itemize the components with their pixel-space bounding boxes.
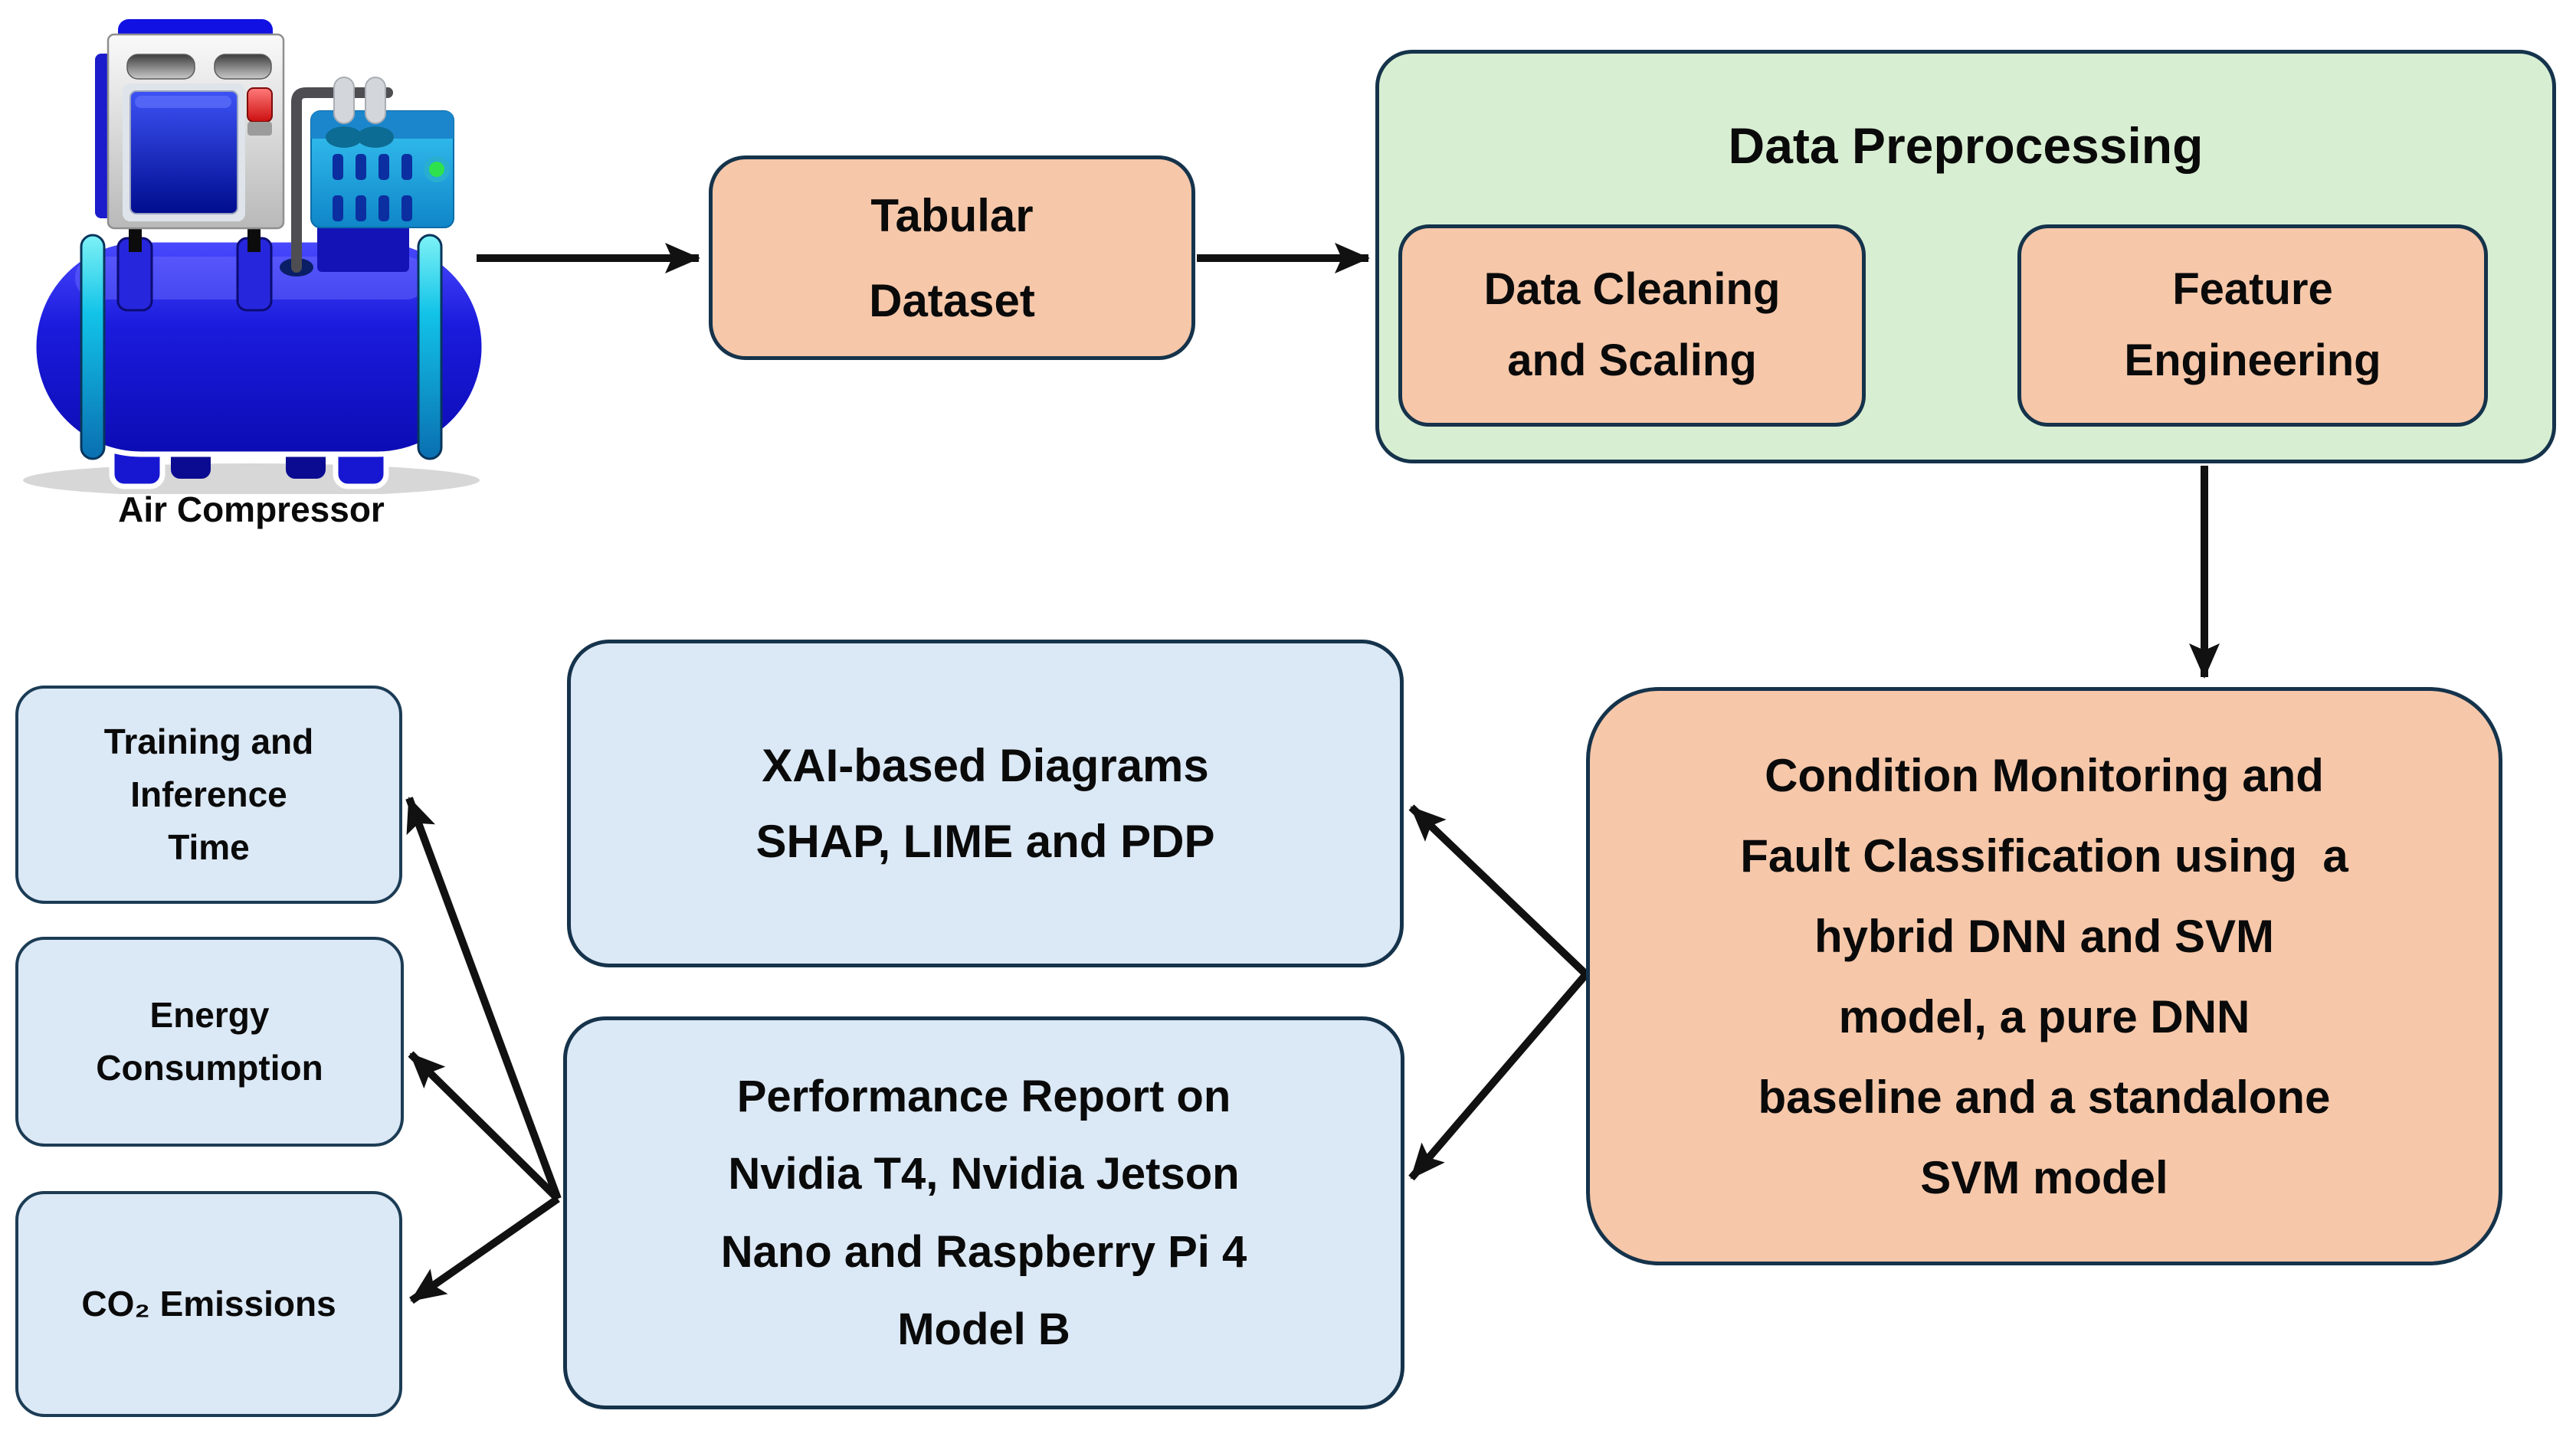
energy-consumption-box: Energy Consumption bbox=[15, 937, 404, 1147]
data-preprocessing-title: Data Preprocessing bbox=[1728, 117, 2204, 174]
arrow-performance-to-energy bbox=[408, 1051, 561, 1202]
hook-shadow bbox=[326, 126, 362, 148]
hook-shadow bbox=[357, 126, 394, 148]
arrow-performance-to-co2 bbox=[409, 1195, 560, 1304]
cabinet-slot bbox=[214, 54, 272, 80]
led-light bbox=[429, 162, 444, 177]
xai-diagrams-box: XAI-based Diagrams SHAP, LIME and PDP bbox=[567, 640, 1404, 967]
red-button bbox=[247, 87, 273, 123]
feature-engineering-box: Feature Engineering bbox=[2017, 224, 2488, 427]
arrow-performance-to-training bbox=[405, 797, 562, 1200]
tabular-dataset-box: Tabular Dataset bbox=[709, 155, 1195, 360]
training-inference-time-box: Training and Inference Time bbox=[15, 686, 402, 904]
cabinet-slot bbox=[126, 54, 195, 80]
data-preprocessing-group: Data Preprocessing Data Cleaning and Sca… bbox=[1375, 50, 2556, 463]
hook bbox=[365, 77, 386, 124]
tank-band bbox=[80, 234, 106, 460]
cabinet-post bbox=[247, 224, 261, 252]
co2-emissions-box: CO₂ Emissions bbox=[15, 1191, 402, 1417]
vent-slits bbox=[333, 154, 412, 221]
air-compressor-label: Air Compressor bbox=[118, 489, 385, 529]
air-compressor-icon bbox=[23, 19, 487, 494]
arrow-model-to-xai bbox=[1408, 804, 1589, 977]
condition-monitoring-box: Condition Monitoring and Fault Classific… bbox=[1586, 687, 2502, 1265]
data-cleaning-box: Data Cleaning and Scaling bbox=[1398, 224, 1866, 427]
tank-band bbox=[417, 234, 443, 460]
cabinet-post bbox=[129, 224, 142, 252]
hook bbox=[333, 77, 355, 124]
performance-report-box: Performance Report on Nvidia T4, Nvidia … bbox=[563, 1016, 1404, 1409]
screen-shine bbox=[135, 96, 231, 108]
cabinet-screen bbox=[129, 90, 238, 214]
panel-pedestal bbox=[317, 224, 409, 272]
pipe bbox=[291, 87, 393, 273]
arrow-model-to-performance bbox=[1408, 971, 1589, 1181]
button-base bbox=[247, 122, 272, 136]
